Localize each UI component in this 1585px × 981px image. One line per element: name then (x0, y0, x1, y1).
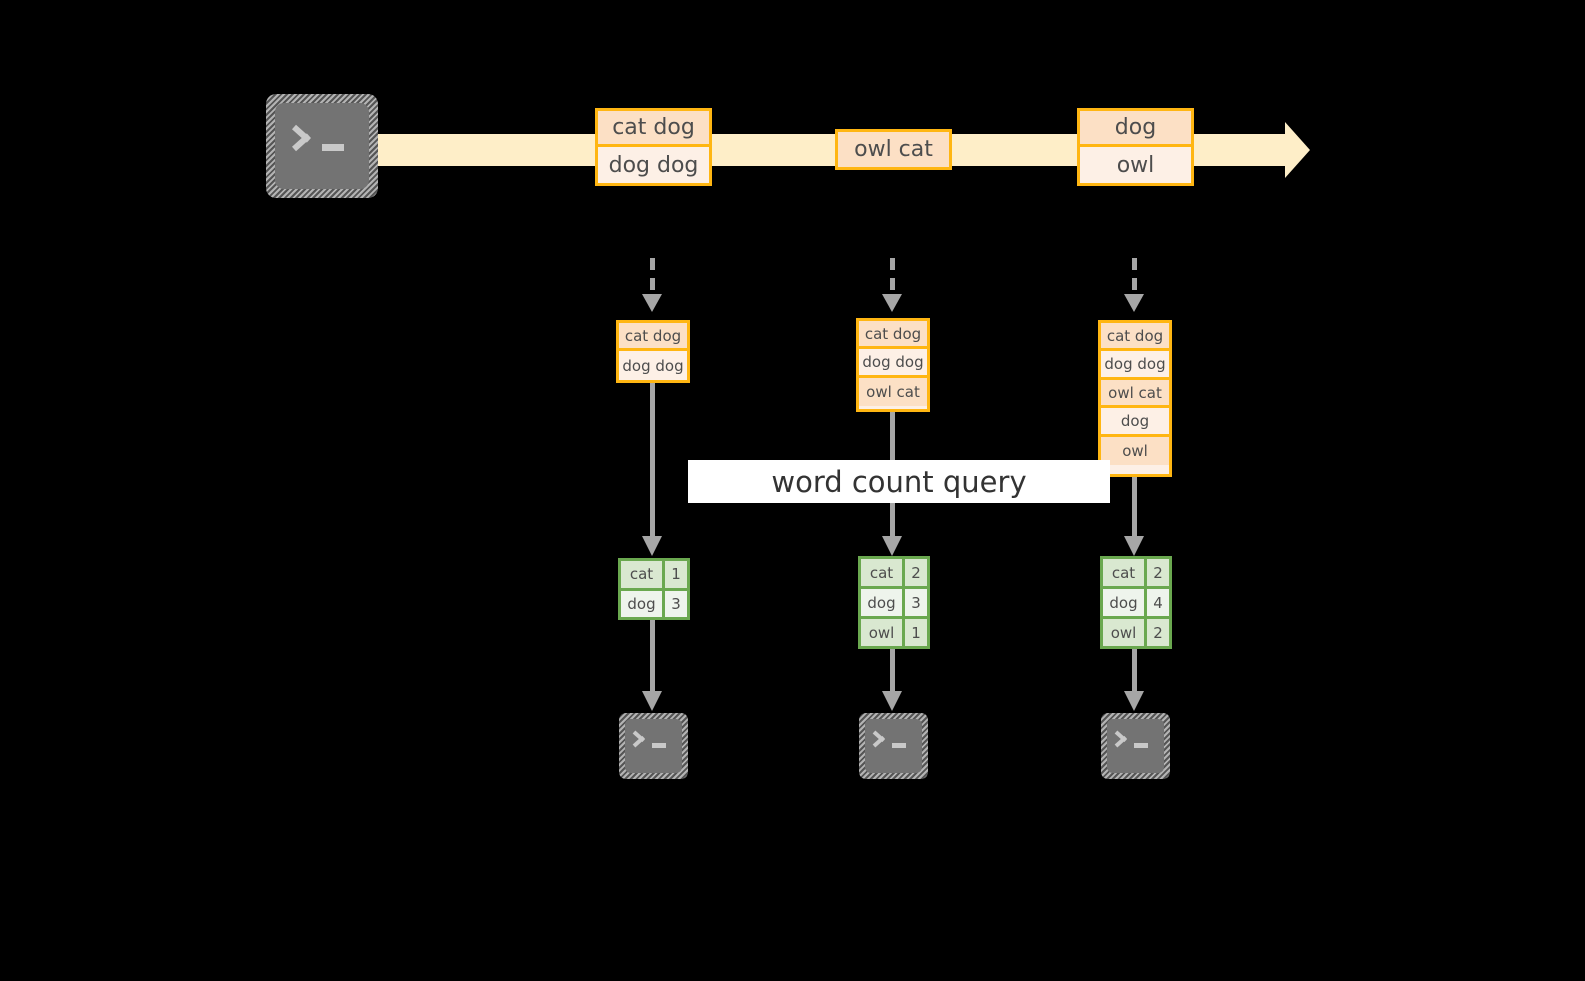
stream-to-table-arrowhead (1124, 294, 1144, 312)
query-banner: word count query (688, 460, 1110, 503)
query-banner-label: word count query (771, 464, 1027, 499)
result-count-cell: 3 (905, 589, 927, 616)
terminal-cursor-icon (652, 743, 666, 748)
stream-record-line: owl cat (838, 132, 949, 167)
terminal-cursor-icon (892, 743, 906, 748)
result-row: cat 2 (861, 559, 927, 589)
result-count-cell: 1 (665, 561, 687, 588)
stream-to-table-connector (890, 258, 895, 296)
stream-to-table-connector (650, 258, 655, 296)
stream-to-table-arrowhead (642, 294, 662, 312)
accumulated-table: cat dog dog dog owl cat dog owl (1098, 320, 1172, 477)
accumulated-row: cat dog (619, 323, 687, 351)
accumulated-row: owl cat (859, 378, 927, 406)
sink-arrowhead (1124, 691, 1144, 711)
stream-record-line: dog (1080, 111, 1191, 147)
result-row: dog 3 (621, 590, 687, 617)
sink-connector (1132, 649, 1137, 693)
stream-to-table-arrowhead (882, 294, 902, 312)
result-word-cell: dog (1103, 589, 1147, 616)
sink-console-icon (619, 713, 688, 779)
result-row: dog 4 (1103, 589, 1169, 619)
accumulated-row: dog dog (619, 351, 687, 380)
accumulated-row: cat dog (859, 321, 927, 349)
stream-batch-box: cat dog dog dog (595, 108, 712, 186)
result-table: cat 1 dog 3 (618, 558, 690, 620)
result-row: cat 1 (621, 561, 687, 591)
stream-batch-box: owl cat (835, 129, 952, 170)
result-word-cell: cat (1103, 559, 1147, 586)
stream-arrow-head (1285, 122, 1310, 178)
accumulated-row: dog dog (1101, 351, 1169, 380)
result-word-cell: cat (861, 559, 905, 586)
result-count-cell: 2 (1147, 559, 1169, 586)
accumulated-table: cat dog dog dog owl cat (856, 318, 930, 412)
accumulated-row: owl (1101, 437, 1169, 465)
result-word-cell: owl (1103, 619, 1147, 646)
result-table: cat 2 dog 3 owl 1 (858, 556, 930, 649)
stream-to-table-connector (1132, 258, 1137, 296)
query-arrowhead (882, 536, 902, 556)
result-row: dog 3 (861, 589, 927, 619)
stream-batch-box: dog owl (1077, 108, 1194, 186)
stream-record-line: dog dog (598, 147, 709, 183)
result-count-cell: 1 (905, 619, 927, 646)
source-console-icon (266, 94, 378, 198)
result-word-cell: dog (621, 590, 665, 617)
accumulated-row: dog dog (859, 349, 927, 378)
sink-console-icon (859, 713, 928, 779)
result-count-cell: 4 (1147, 589, 1169, 616)
query-connector (650, 383, 655, 538)
result-word-cell: dog (861, 589, 905, 616)
result-word-cell: cat (621, 561, 665, 588)
query-arrowhead (1124, 536, 1144, 556)
sink-connector (650, 620, 655, 693)
accumulated-table: cat dog dog dog (616, 320, 690, 383)
query-connector (1132, 477, 1137, 538)
result-row: owl 2 (1103, 619, 1169, 646)
sink-arrowhead (882, 691, 902, 711)
accumulated-row: cat dog (1101, 323, 1169, 351)
result-word-cell: owl (861, 619, 905, 646)
stream-record-line: owl (1080, 147, 1191, 183)
sink-arrowhead (642, 691, 662, 711)
stream-record-line: cat dog (598, 111, 709, 147)
result-table: cat 2 dog 4 owl 2 (1100, 556, 1172, 649)
sink-connector (890, 649, 895, 693)
result-row: cat 2 (1103, 559, 1169, 589)
result-count-cell: 2 (1147, 619, 1169, 646)
sink-console-icon (1101, 713, 1170, 779)
terminal-cursor-icon (322, 144, 344, 151)
accumulated-row: owl cat (1101, 380, 1169, 408)
result-count-cell: 2 (905, 559, 927, 586)
result-count-cell: 3 (665, 590, 687, 617)
terminal-cursor-icon (1134, 743, 1148, 748)
result-row: owl 1 (861, 619, 927, 646)
accumulated-row: dog (1101, 408, 1169, 437)
query-arrowhead (642, 536, 662, 556)
